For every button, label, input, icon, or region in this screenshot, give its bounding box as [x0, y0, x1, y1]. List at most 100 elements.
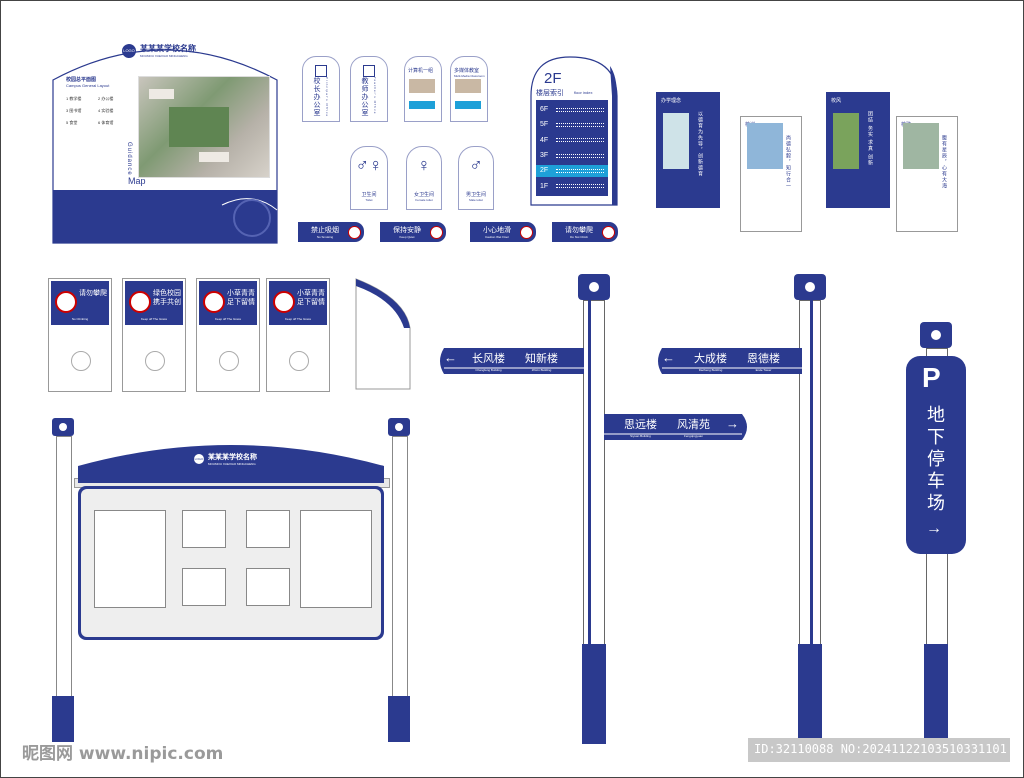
floor-row: 5F	[536, 119, 608, 131]
floor-row-label: 2F	[540, 167, 549, 175]
direction-sub: Changfeng Building	[475, 368, 502, 372]
curved-sign-blank	[355, 278, 411, 390]
warning-sub: Caution Wet Floor	[484, 235, 510, 239]
direction-label: 风清苑	[677, 419, 710, 431]
floor-row-label: 6F	[540, 106, 549, 114]
culture-panel-text: 以德育为先导，创新德育	[697, 111, 703, 177]
toilet-label: 女卫生间	[413, 192, 434, 198]
floor-row: 2F	[536, 164, 608, 177]
door-sign-label: 教师办公室	[361, 77, 368, 117]
floor-row-lines	[556, 168, 604, 173]
person-icon	[363, 65, 375, 77]
floor-row-lines	[556, 122, 604, 127]
floor-index-title: 楼层索引	[536, 90, 564, 97]
restroom-icon: ♂♀	[355, 155, 383, 175]
culture-panel-text: 尚德弘毅，知行合一	[785, 135, 791, 189]
culture-panel-photo	[747, 123, 783, 169]
map-image	[138, 76, 270, 178]
logo-badge	[145, 351, 165, 371]
legend-item: 3 图书馆	[66, 108, 82, 113]
legend-item: 1 教学楼	[66, 96, 82, 101]
floor-index-title-en: floor index	[574, 90, 593, 95]
direction-sub: Dacheng Building	[698, 368, 723, 372]
map-title-en: Campus General Layout	[66, 83, 110, 88]
parking-text: 地下停车场	[927, 405, 945, 513]
direction-sub: Fengqingyuan	[683, 434, 703, 438]
direction-post-right	[794, 274, 826, 744]
culture-panel: 办学理念以德育为先导，创新德育	[656, 92, 720, 208]
floor-row-lines	[556, 184, 604, 189]
door-sign-label: 校长办公室	[313, 77, 320, 117]
floor-row-label: 3F	[540, 152, 549, 160]
watermark-right-bg	[748, 738, 1010, 762]
warning-sub: Keep Quiet	[399, 235, 415, 239]
floor-row: 3F	[536, 150, 608, 162]
notice-panel	[78, 486, 384, 640]
floor-row-lines	[556, 153, 604, 158]
lawn-sign-header: 小草青青足下留情 Keep off The Grass	[199, 281, 257, 325]
floor-row-label: 5F	[540, 121, 549, 129]
parking-p-icon: P	[922, 362, 941, 393]
door-sign-bar	[409, 101, 435, 109]
direction-item: 大成楼 Dacheng Building	[694, 350, 727, 372]
warning-sub: Do Not Climb	[570, 235, 588, 239]
culture-panel-text: 腹有星辰，心有大海	[941, 135, 947, 189]
prohibition-icon	[430, 226, 443, 239]
floor-row-label: 4F	[540, 136, 549, 144]
door-sign-bar	[455, 101, 481, 109]
culture-panel: 校训尚德弘毅，知行合一	[740, 116, 802, 232]
floor-number: 2F	[544, 70, 562, 87]
culture-panel-photo	[663, 113, 689, 169]
prohibition-icon	[520, 226, 533, 239]
toilet-label: 卫生间	[361, 192, 377, 198]
floor-row-label: 1F	[540, 182, 549, 190]
warning-label: 禁止吸烟	[311, 227, 339, 234]
direction-label: 恩德楼	[747, 353, 780, 365]
lawn-sign-sub: Keep off The Grass	[215, 317, 241, 321]
warning-label: 小心地滑	[483, 227, 511, 234]
direction-label: 知新楼	[525, 353, 558, 365]
direction-sub: Siyuan Building	[630, 434, 651, 438]
toilet-sub: Toilet	[365, 198, 373, 202]
culture-panel-photo	[833, 113, 859, 169]
prohibition-icon	[129, 291, 151, 313]
map-title: 校园总平面图	[66, 77, 97, 83]
culture-panel: 校风团结 务实 求真 创新	[826, 92, 890, 208]
person-icon	[315, 65, 327, 77]
floor-row: 4F	[536, 134, 608, 146]
floor-row: 6F	[536, 104, 608, 116]
school-name: 某某某学校名称	[140, 44, 196, 53]
logo-badge	[71, 351, 91, 371]
campus-map-board: LOGO 某某某学校名称 MOUMOU XUEXIAO MINGCHENG 校园…	[52, 30, 278, 244]
legend-item: 6 体育馆	[98, 120, 114, 125]
map-word: Map	[128, 176, 146, 186]
lawn-sign-label: 小草青青足下留情	[227, 290, 255, 306]
direction-item: 风清苑 Fengqingyuan	[677, 416, 710, 438]
male-icon: ♂	[469, 155, 483, 175]
legend-item: 4 实验楼	[98, 108, 114, 113]
culture-panel-text: 团结 务实 求真 创新	[867, 111, 873, 167]
arrow-right-icon: →	[926, 520, 942, 537]
toilet-label: 男卫生间	[465, 192, 486, 198]
direction-label: 大成楼	[694, 353, 727, 365]
culture-panel-title: 校风	[831, 98, 842, 104]
logo-badge: LOGO	[122, 43, 136, 58]
school-name-en: MOUMOU XUEXIAO MINGCHENG	[140, 54, 188, 58]
floor-index-sign: 2F 楼层索引 floor index 6F 5F 4F 3F 2F 1F	[530, 56, 618, 206]
